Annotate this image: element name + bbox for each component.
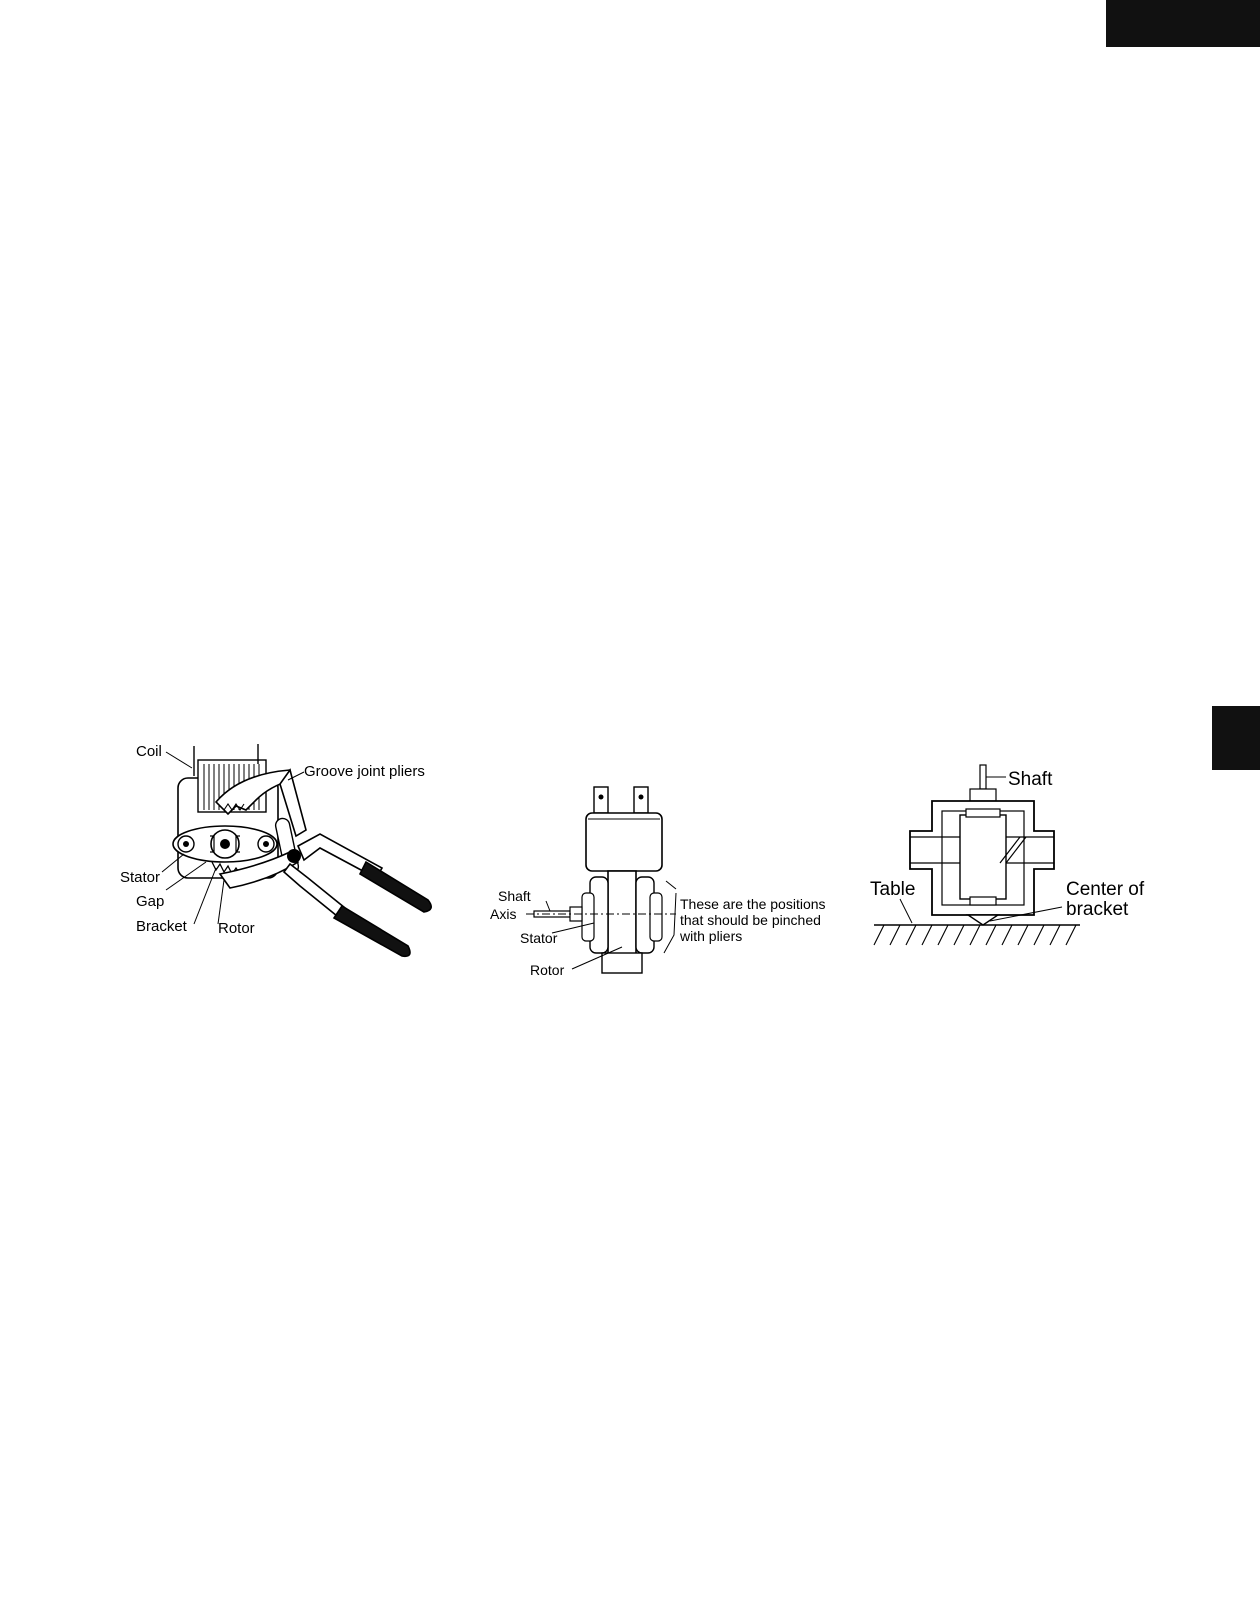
pliers-upper-grip xyxy=(360,862,431,912)
pinch-note-line-2: that should be pinched xyxy=(680,912,821,928)
pliers-lower-grip xyxy=(334,906,410,956)
figure-table-drawing: Shaft Table Center of bracket xyxy=(870,765,1200,985)
section-tab-top xyxy=(1106,0,1260,47)
label-shaft: Shaft xyxy=(498,888,531,904)
figure-pinch-positions: Shaft Axis Stator Rotor These are the po… xyxy=(490,785,870,1015)
label-axis: Axis xyxy=(490,906,516,922)
section-tab-side xyxy=(1212,706,1260,770)
label-rotor: Rotor xyxy=(530,962,565,978)
label-groove-joint-pliers: Groove joint pliers xyxy=(304,763,425,780)
label-shaft: Shaft xyxy=(1008,769,1053,790)
terminal-left xyxy=(594,787,608,813)
table-hatching xyxy=(874,925,1076,945)
bottom-bracket xyxy=(602,953,642,973)
terminal-right xyxy=(634,787,648,813)
pinch-note-line-1: These are the positions xyxy=(680,896,826,912)
figure-pinch-drawing: Shaft Axis Stator Rotor These are the po… xyxy=(490,785,870,1015)
pinch-note-line-3: with pliers xyxy=(679,928,742,944)
label-table: Table xyxy=(870,879,915,900)
label-gap: Gap xyxy=(136,893,164,910)
rotor-block xyxy=(960,815,1006,899)
pliers-pivot xyxy=(287,849,301,863)
figure-motor-on-table: Shaft Table Center of bracket xyxy=(870,765,1200,985)
shaft-shape xyxy=(980,765,986,789)
figure-pliers-on-motor: Coil Groove joint pliers Stator Gap Brac… xyxy=(120,740,480,1000)
label-stator: Stator xyxy=(520,930,558,946)
figure-pliers-drawing: Coil Groove joint pliers Stator Gap Brac… xyxy=(120,740,480,1000)
label-center-of-bracket-line-1: Center of xyxy=(1066,879,1145,900)
label-rotor: Rotor xyxy=(218,920,255,937)
coil-body xyxy=(586,813,662,871)
label-bracket: Bracket xyxy=(136,918,188,935)
label-stator: Stator xyxy=(120,869,160,886)
label-center-of-bracket-line-2: bracket xyxy=(1066,899,1129,920)
label-coil: Coil xyxy=(136,743,162,760)
